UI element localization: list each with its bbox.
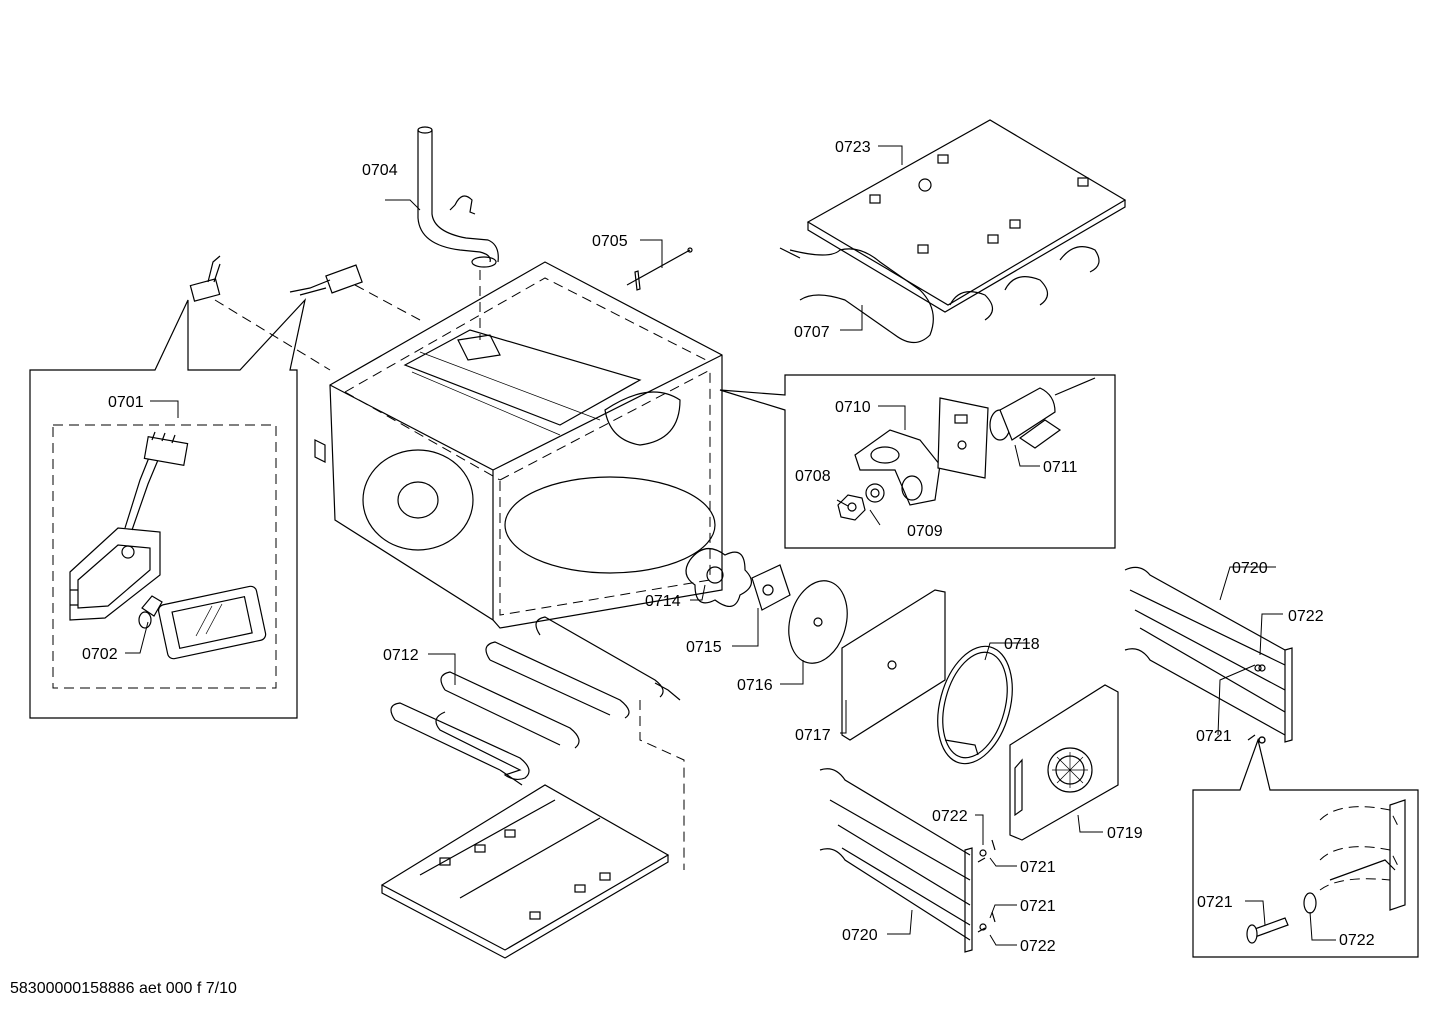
fastener-inset [1192, 737, 1419, 958]
label-0702: 0702 [82, 646, 118, 663]
label-0707: 0707 [794, 324, 830, 341]
callout-labels: 0701 0702 0704 0705 0707 0708 0709 0710 … [82, 139, 1375, 955]
label-0710: 0710 [835, 399, 871, 416]
bottom-tray [380, 784, 670, 959]
label-0720-bottom: 0720 [842, 927, 878, 944]
label-0701: 0701 [108, 394, 144, 411]
label-0705: 0705 [592, 233, 628, 250]
label-0722-inset: 0722 [1339, 932, 1375, 949]
label-0708: 0708 [795, 468, 831, 485]
leader-lines [125, 145, 1336, 946]
label-0721-inset: 0721 [1197, 894, 1233, 911]
label-0721-mid-b: 0721 [1020, 898, 1056, 915]
loose-fasteners [977, 664, 1266, 933]
label-0722-mid-a: 0722 [932, 808, 968, 825]
back-panel [841, 589, 946, 741]
label-0715: 0715 [686, 639, 722, 656]
fan-cover [1009, 684, 1119, 841]
label-0709: 0709 [907, 523, 943, 540]
shelf-rail-right [1124, 566, 1293, 744]
label-0719: 0719 [1107, 825, 1143, 842]
label-0711: 0711 [1043, 459, 1078, 476]
shelf-rail-left [819, 768, 996, 953]
oven-cavity [314, 261, 723, 629]
top-heater [779, 246, 1100, 344]
label-0721-mid-a: 0721 [1020, 859, 1056, 876]
label-0716: 0716 [737, 677, 773, 694]
label-0723: 0723 [835, 139, 871, 156]
bottom-heater [390, 616, 685, 870]
label-0714: 0714 [645, 593, 681, 610]
document-reference: 58300000158886 aet 000 f 7/10 [10, 980, 237, 997]
label-0722-mid-b: 0722 [1020, 938, 1056, 955]
label-0704: 0704 [362, 162, 398, 179]
fan-plate [788, 580, 848, 664]
label-0718: 0718 [1004, 636, 1040, 653]
exhaust-pipe [417, 126, 499, 268]
label-0721-right: 0721 [1196, 728, 1232, 745]
lamp-parts-top [189, 255, 421, 371]
label-0720-top: 0720 [1232, 560, 1268, 577]
label-0722-right: 0722 [1288, 608, 1324, 625]
label-0717: 0717 [795, 727, 831, 744]
fan-assembly [685, 548, 791, 611]
ring-heater [937, 645, 1013, 765]
fan-motor-inset [719, 374, 1116, 549]
temperature-sensor [626, 247, 693, 291]
lamp-detail-inset [29, 297, 307, 719]
label-0712: 0712 [383, 647, 419, 664]
